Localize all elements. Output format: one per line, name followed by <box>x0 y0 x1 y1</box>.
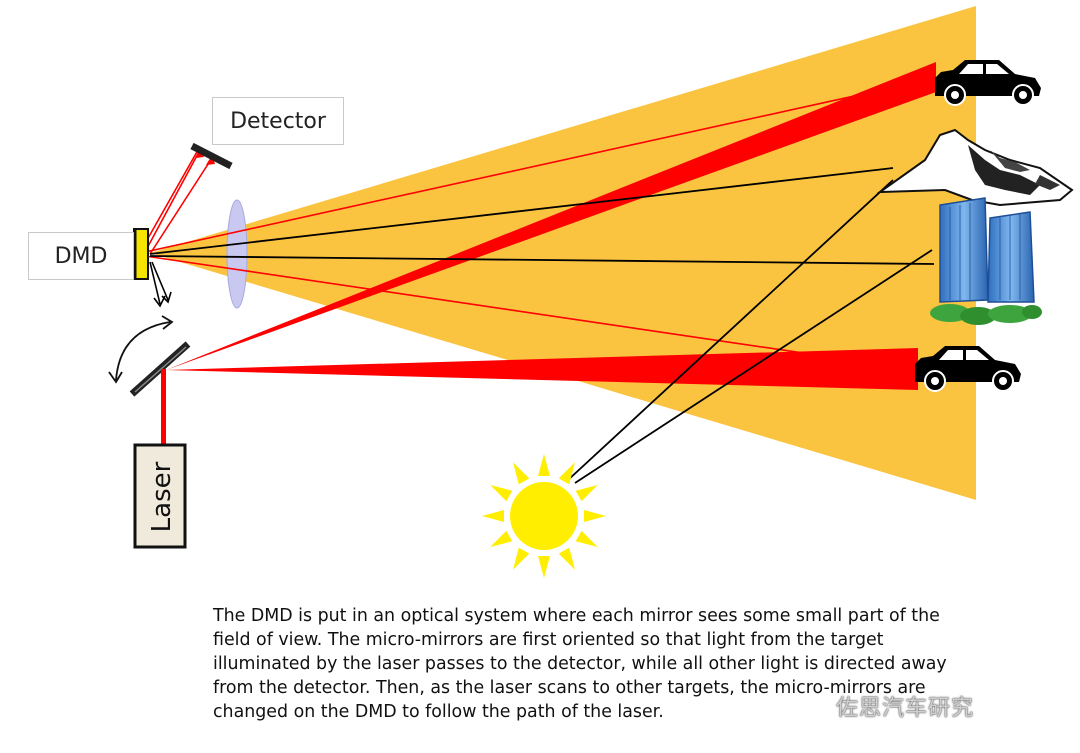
detector-element <box>190 142 233 170</box>
car-icon <box>915 346 1021 392</box>
ambient-light-rays <box>149 167 935 484</box>
diagram-caption: The DMD is put in an optical system wher… <box>213 606 947 722</box>
laser-output-beam <box>161 369 166 447</box>
lens <box>226 199 248 309</box>
laser-label: Laser <box>147 461 177 533</box>
buildings-icon <box>930 197 1042 325</box>
laser-beam-to-upper-car <box>166 62 936 370</box>
deflected-rays <box>149 261 172 308</box>
sun-icon <box>482 454 606 578</box>
mirror-surface <box>134 346 187 393</box>
detector-label: Detector <box>212 97 344 145</box>
dmd-label: DMD <box>28 232 134 280</box>
return-rays <box>144 77 937 371</box>
rotation-arrow-icon <box>108 315 174 384</box>
laser-source <box>133 443 187 549</box>
field-of-view-cone <box>150 6 976 500</box>
laser-beam-to-lower-car <box>166 348 918 390</box>
car-icon <box>935 60 1041 106</box>
watermark: 佐思汽车研究 <box>836 696 975 721</box>
